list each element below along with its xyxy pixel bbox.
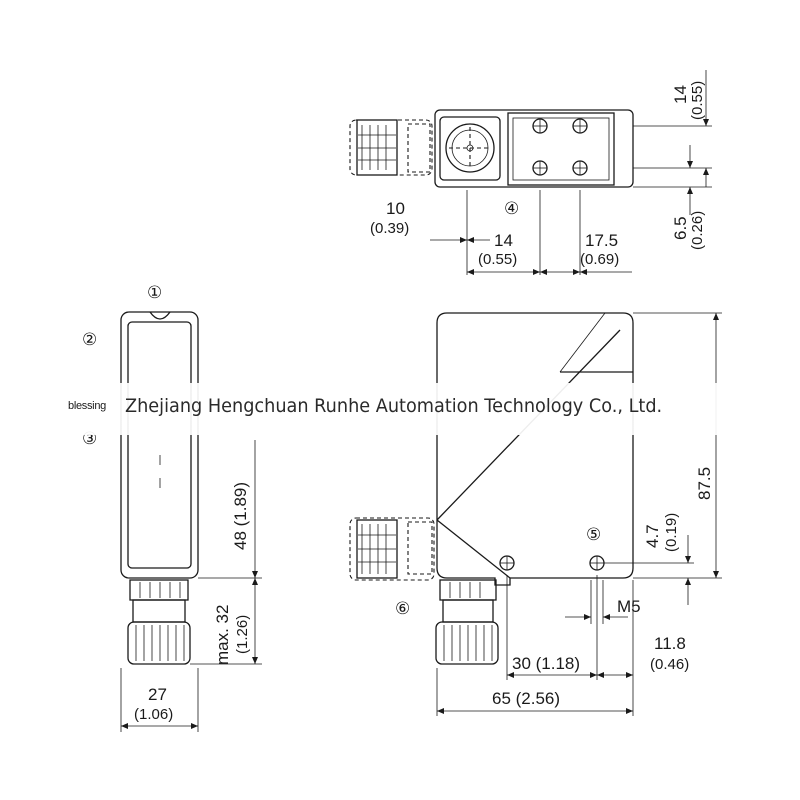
dim-17-5-inch-label: (0.69) (580, 251, 619, 268)
dim-14-label: 14 (671, 85, 690, 104)
dim-32-inch-label: (1.26) (234, 615, 251, 654)
dim-4-7-inch-label: (0.19) (663, 513, 680, 552)
callout-5: ⑤ (586, 525, 601, 545)
front-view: 48 (1.89) max. 32 (1.26) 27 (1.06) ① ② ③ (82, 283, 262, 732)
top-connector (349, 119, 433, 176)
dim-14b-label: 14 (494, 231, 513, 250)
side-connector (435, 579, 499, 665)
side-view: 87.5 4.7 (0.19) ⑤ M5 30 (1.18) 11.8 (0.4… (349, 312, 722, 716)
side-connector-dashed (349, 517, 435, 581)
watermark-banner: blessing Zhejiang Hengchuan Runhe Automa… (0, 383, 800, 435)
dim-6-5-label: 6.5 (671, 216, 690, 240)
top-view: 14 (0.55) 6.5 (0.26) 10 (0.39) 14 (0.55)… (349, 70, 712, 275)
watermark-logo: blessing (68, 400, 106, 412)
dim-10-inch-label: (0.39) (370, 220, 409, 237)
dim-27-inch-label: (1.06) (134, 706, 173, 723)
dim-17-5-label: 17.5 (585, 231, 618, 250)
dim-10-label: 10 (386, 199, 405, 218)
dim-27-label: 27 (148, 685, 167, 704)
dim-m5-label: M5 (617, 597, 641, 616)
dim-87-5-label: 87.5 (695, 467, 714, 500)
dim-6-5-inch-label: (0.26) (689, 211, 706, 250)
callout-2: ② (82, 330, 97, 350)
dim-11-8-inch-label: (0.46) (650, 656, 689, 673)
mounting-holes (532, 118, 588, 176)
dim-48-label: 48 (1.89) (231, 482, 250, 550)
dim-14-inch-label: (0.55) (689, 81, 706, 120)
callout-1: ① (147, 283, 162, 303)
dim-14b-inch-label: (0.55) (478, 251, 517, 268)
dim-11-8-label: 11.8 (654, 634, 686, 653)
callout-4: ④ (504, 199, 519, 219)
callout-6: ⑥ (395, 599, 410, 619)
dim-32-label: max. 32 (213, 605, 232, 665)
dim-65-label: 65 (2.56) (492, 689, 560, 708)
dim-30-label: 30 (1.18) (512, 654, 580, 673)
front-connector (127, 579, 191, 665)
dim-4-7-label: 4.7 (643, 524, 662, 548)
watermark-company: Zhejiang Hengchuan Runhe Automation Tech… (125, 395, 663, 417)
